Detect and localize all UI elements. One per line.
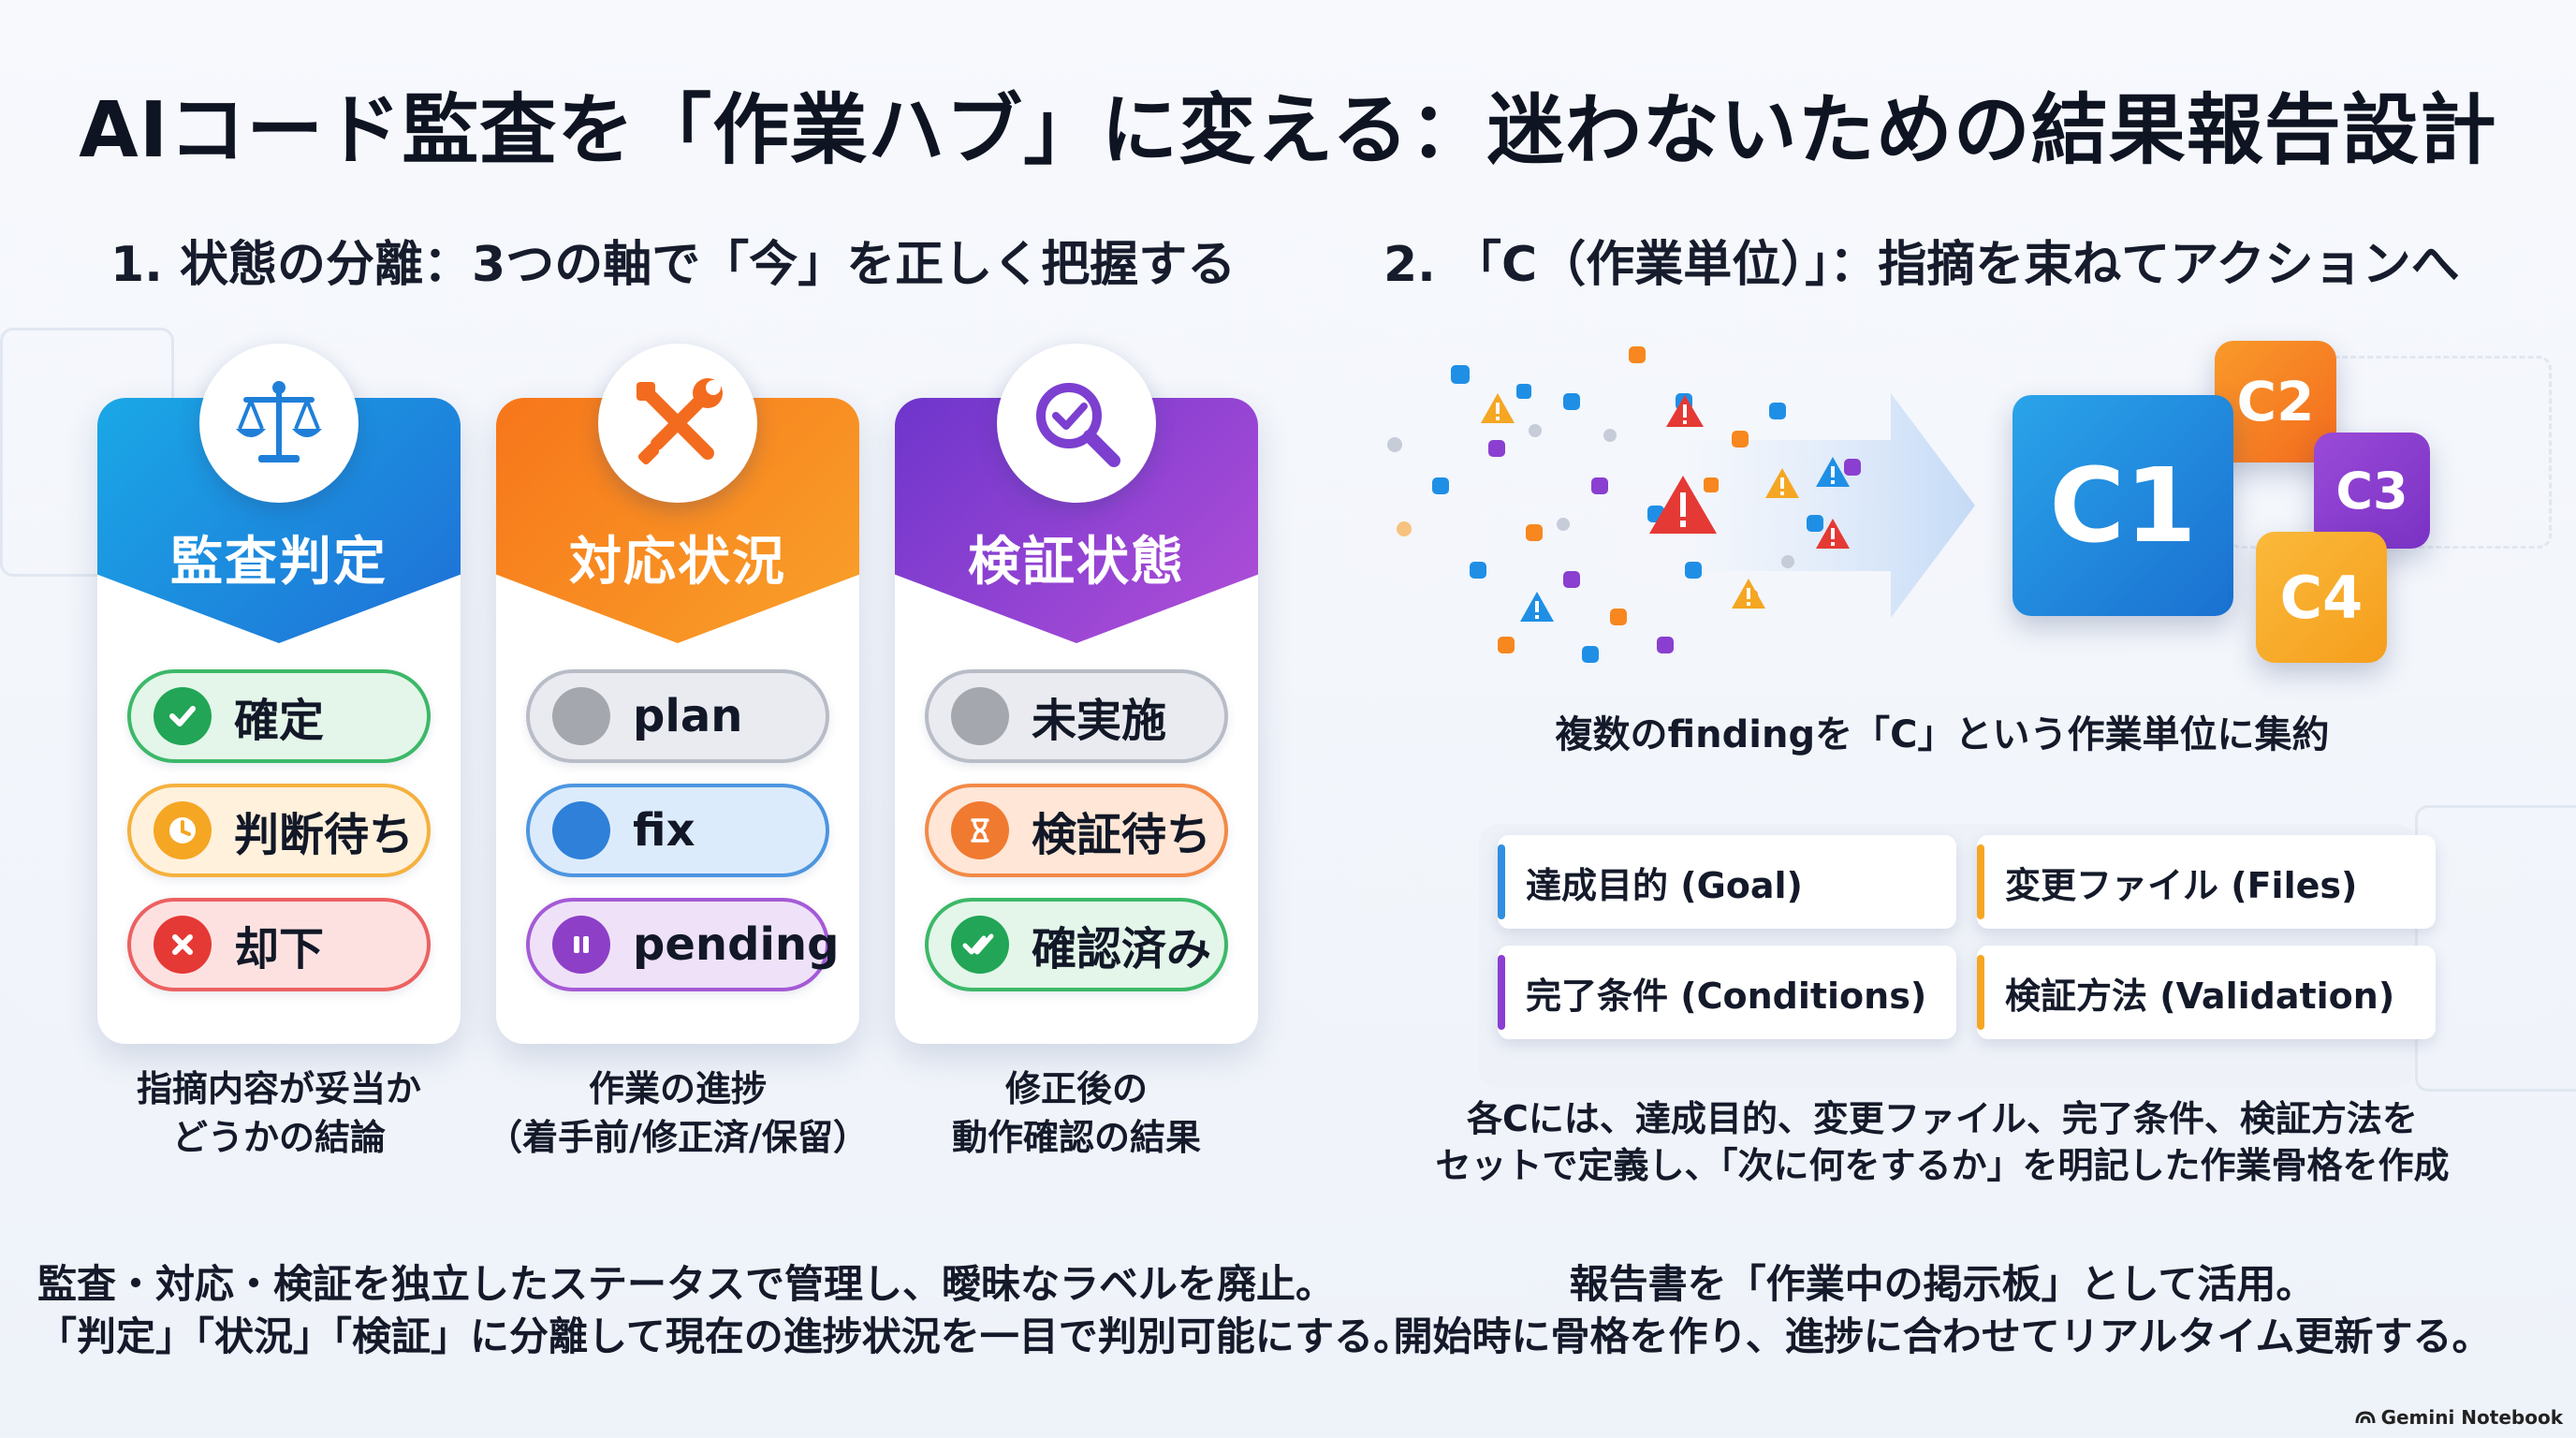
attribute-label: 達成目的 (Goal) (1526, 864, 1803, 906)
c-block-c4: C4 (2256, 532, 2387, 663)
check-icon (154, 687, 212, 745)
section2-summary: 報告書を「作業中の掲示板」として活用。 開始時に骨格を作り、進捗に合わせてリアル… (1348, 1258, 2537, 1363)
status-label: 却下 (234, 923, 325, 976)
attribute-validation: 検証方法 (Validation) (1977, 946, 2436, 1039)
c-block-c1: C1 (2012, 395, 2233, 616)
status-pill-not-performed: 未実施 (925, 669, 1228, 763)
status-pill-rejected: 却下 (127, 898, 431, 991)
warning-icon (1816, 519, 1850, 549)
attribute-label: 完了条件 (Conditions) (1526, 975, 1927, 1017)
aggregate-caption: 複数のfindingを「C」という作業単位に集約 (1555, 713, 2330, 756)
findings-scatter (1387, 346, 1975, 663)
caption-line: セットで定義し、「次に何をするか」を明記した作業骨格を作成 (1435, 1145, 2450, 1186)
status-pill-fix: fix (526, 784, 829, 877)
status-label: pending (633, 918, 840, 971)
attribute-label: 検証方法 (Validation) (2005, 975, 2395, 1017)
c-block-label: C4 (2279, 563, 2364, 632)
accent-bar (1977, 844, 1984, 919)
section1-title: 1. 状態の分離：3つの軸で「今」を正しく把握する (110, 237, 1237, 293)
status-pill-plan: plan (526, 669, 829, 763)
footer-brand: Gemini Notebook (2355, 1406, 2563, 1429)
accent-bar (1498, 844, 1505, 919)
warning-icon (1732, 579, 1765, 609)
status-label: 未実施 (1032, 695, 1167, 747)
clock-icon (154, 801, 212, 859)
scales-icon (199, 344, 359, 503)
caption-line: 各Cには、達成目的、変更ファイル、完了条件、検証方法を (1467, 1098, 2418, 1139)
caption-line: 作業の進捗 (588, 1068, 767, 1109)
status-label: plan (633, 690, 743, 742)
card-response-status: 対応状況 plan fix pending (496, 344, 859, 1044)
aggregate-arrow (1685, 393, 1975, 618)
summary-line: 報告書を「作業中の掲示板」として活用。 (1569, 1261, 2316, 1307)
caption-line: 修正後の (1004, 1068, 1148, 1109)
attributes-caption: 各Cには、達成目的、変更ファイル、完了条件、検証方法を セットで定義し、「次に何… (1348, 1095, 2537, 1189)
hourglass-icon (951, 801, 1009, 859)
card-verification-status: 検証状態 未実施 検証待ち 確認済み (895, 344, 1258, 1044)
card-title: 対応状況 (569, 532, 786, 593)
status-label: 判断待ち (234, 809, 415, 861)
card-caption: 修正後の 動作確認の結果 (871, 1064, 1282, 1162)
summary-line: 監査・対応・検証を独立したステータスで管理し、曖昧なラベルを廃止。 (37, 1261, 1336, 1307)
section1-summary: 監査・対応・検証を独立したステータスで管理し、曖昧なラベルを廃止。 「判定」「状… (37, 1258, 1413, 1363)
status-pill-verified: 確認済み (925, 898, 1228, 991)
status-pill-awaiting-decision: 判断待ち (127, 784, 431, 877)
c-block-c3: C3 (2314, 433, 2430, 549)
gray-dot-icon (552, 687, 610, 745)
status-label: fix (633, 804, 695, 857)
card-caption: 作業の進捗 （着手前/修正済/保留） (472, 1064, 884, 1162)
x-icon (154, 916, 212, 974)
caption-line: どうかの結論 (171, 1117, 386, 1158)
c-block-label: C2 (2236, 370, 2315, 433)
c-block-label: C3 (2335, 461, 2408, 521)
c-block-label: C1 (2049, 446, 2197, 565)
warning-icon (1481, 393, 1515, 423)
attribute-goal: 達成目的 (Goal) (1498, 835, 1956, 929)
accent-bar (1977, 955, 1984, 1030)
tools-icon (598, 344, 757, 503)
warning-icon (1520, 592, 1554, 622)
card-caption: 指摘内容が妥当か どうかの結論 (73, 1064, 485, 1162)
background-decoration (2415, 805, 2576, 1092)
card-title: 検証状態 (968, 532, 1185, 593)
warning-icon (1649, 476, 1717, 534)
attribute-label: 変更ファイル (Files) (2005, 864, 2358, 906)
gemini-logo-icon (2355, 1411, 2376, 1424)
status-label: 確定 (234, 695, 325, 747)
section2-title: 2. 「C（作業単位）」：指摘を束ねてアクションへ (1383, 237, 2460, 293)
status-pill-pending: pending (526, 898, 839, 991)
attribute-conditions: 完了条件 (Conditions) (1498, 946, 1956, 1039)
accent-bar (1498, 955, 1505, 1030)
gray-dot-icon (951, 687, 1009, 745)
warning-icon (1816, 457, 1850, 487)
summary-line: 「判定」「状況」「検証」に分離して現在の進捗状況を一目で判別可能にする。 (37, 1313, 1413, 1359)
pause-icon (552, 916, 610, 974)
status-pill-confirmed: 確定 (127, 669, 431, 763)
blue-dot-icon (552, 801, 610, 859)
magnifier-check-icon (997, 344, 1156, 503)
status-label: 確認済み (1032, 923, 1212, 976)
page-title: AIコード監査を「作業ハブ」に変える：迷わないための結果報告設計 (79, 86, 2497, 175)
warning-icon (1765, 468, 1799, 498)
status-label: 検証待ち (1032, 809, 1212, 861)
card-audit-judgment: 監査判定 確定 判断待ち 却下 (97, 344, 461, 1044)
double-check-icon (951, 916, 1009, 974)
card-title: 監査判定 (170, 532, 388, 593)
attribute-files: 変更ファイル (Files) (1977, 835, 2436, 929)
caption-line: （着手前/修正済/保留） (487, 1117, 869, 1158)
status-pill-awaiting-verification: 検証待ち (925, 784, 1228, 877)
warning-icon (1666, 395, 1704, 427)
summary-line: 開始時に骨格を作り、進捗に合わせてリアルタイム更新する。 (1393, 1313, 2492, 1359)
caption-line: 指摘内容が妥当か (136, 1068, 421, 1109)
caption-line: 動作確認の結果 (951, 1117, 1201, 1158)
brand-label: Gemini Notebook (2380, 1406, 2563, 1429)
